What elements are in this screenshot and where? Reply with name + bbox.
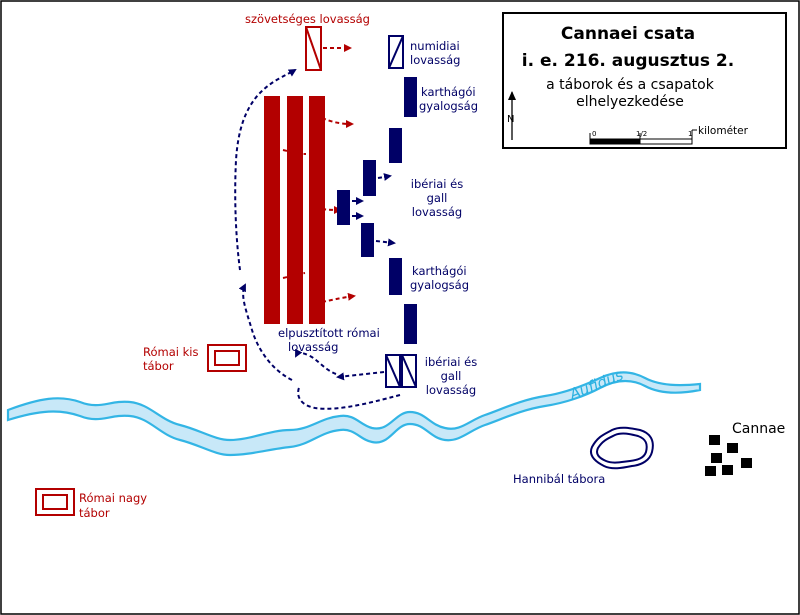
carth-inf-top-label-line2: gyalogság: [419, 99, 478, 113]
scale-tick-0: 0: [592, 130, 596, 138]
north-label: N: [507, 114, 514, 125]
roman-infantry: [264, 96, 325, 324]
scale-tick-1: 1: [688, 130, 692, 138]
carthaginian-infantry-5: [361, 223, 374, 257]
title-box: Cannaei csata i. e. 216. augusztus 2. a …: [502, 12, 787, 149]
iberian-bottom-label-line1: ibériai és: [425, 355, 477, 369]
hannibal-camp-icon: [590, 426, 654, 470]
carthaginian-movement-arrows: [234, 68, 401, 410]
roman-infantry-line-1: [264, 96, 280, 324]
carthaginian-infantry-4: [337, 190, 350, 225]
title-box-frame: [502, 12, 787, 149]
map-date: i. e. 216. augusztus 2.: [522, 51, 734, 71]
map-title: Cannaei csata: [561, 24, 695, 44]
roman-cav-label-line1: elpusztított római: [278, 326, 380, 340]
carthaginian-infantry-6: [389, 258, 402, 295]
iberian-mid-label-line2: gall: [427, 191, 448, 205]
large-camp-label-line1: Római nagy: [79, 491, 147, 505]
carthaginian-infantry-1: [404, 77, 417, 117]
hannibal-camp-label: Hannibál tábora: [513, 472, 605, 486]
iberian-bottom-label-line2: gall: [441, 369, 462, 383]
map-subtitle-line2: elhelyezkedése: [576, 94, 684, 110]
roman-infantry-line-2: [287, 96, 303, 324]
cannae-label: Cannae: [732, 421, 785, 437]
allied-cavalry-label: szövetséges lovasság: [245, 12, 370, 26]
roman-large-camp-icon: [35, 488, 75, 516]
iberian-cavalry-unit: [385, 354, 417, 388]
scale-unit: kilométer: [698, 125, 749, 137]
carthaginian-infantry-7: [404, 304, 417, 344]
carth-inf-top-label-line1: karthágói: [421, 85, 476, 99]
carthaginian-infantry-2: [389, 128, 402, 163]
roman-cav-label-line2: lovasság: [288, 340, 338, 354]
small-camp-label-line1: Római kis: [143, 345, 198, 359]
roman-small-camp-icon: [207, 344, 247, 372]
scale-bar: 0 1/2 1 kilométer: [589, 125, 749, 145]
carthaginian-infantry-3: [363, 160, 376, 196]
allied-cavalry-unit: [305, 26, 322, 71]
carth-inf-bottom-label-line1: karthágói: [412, 264, 467, 278]
numidian-label-line2: lovasság: [410, 53, 460, 67]
map-subtitle-line1: a táborok és a csapatok: [546, 77, 715, 93]
carthaginian-units: [337, 35, 417, 388]
cannae-town-icon: [705, 435, 752, 476]
scale-tick-half: 1/2: [636, 130, 647, 138]
small-camp-label-line2: tábor: [143, 359, 174, 373]
iberian-mid-label-line3: lovasság: [412, 205, 462, 219]
roman-infantry-line-3: [309, 96, 325, 324]
iberian-mid-label-line1: ibériai és: [411, 177, 463, 191]
numidian-label-line1: numidiai: [410, 39, 460, 53]
iberian-bottom-label-line3: lovasság: [426, 383, 476, 397]
numidian-cavalry-unit: [388, 35, 404, 69]
large-camp-label-line2: tábor: [79, 506, 110, 520]
carth-inf-bottom-label-line2: gyalogság: [410, 278, 469, 292]
aufidus-river: [6, 371, 702, 457]
